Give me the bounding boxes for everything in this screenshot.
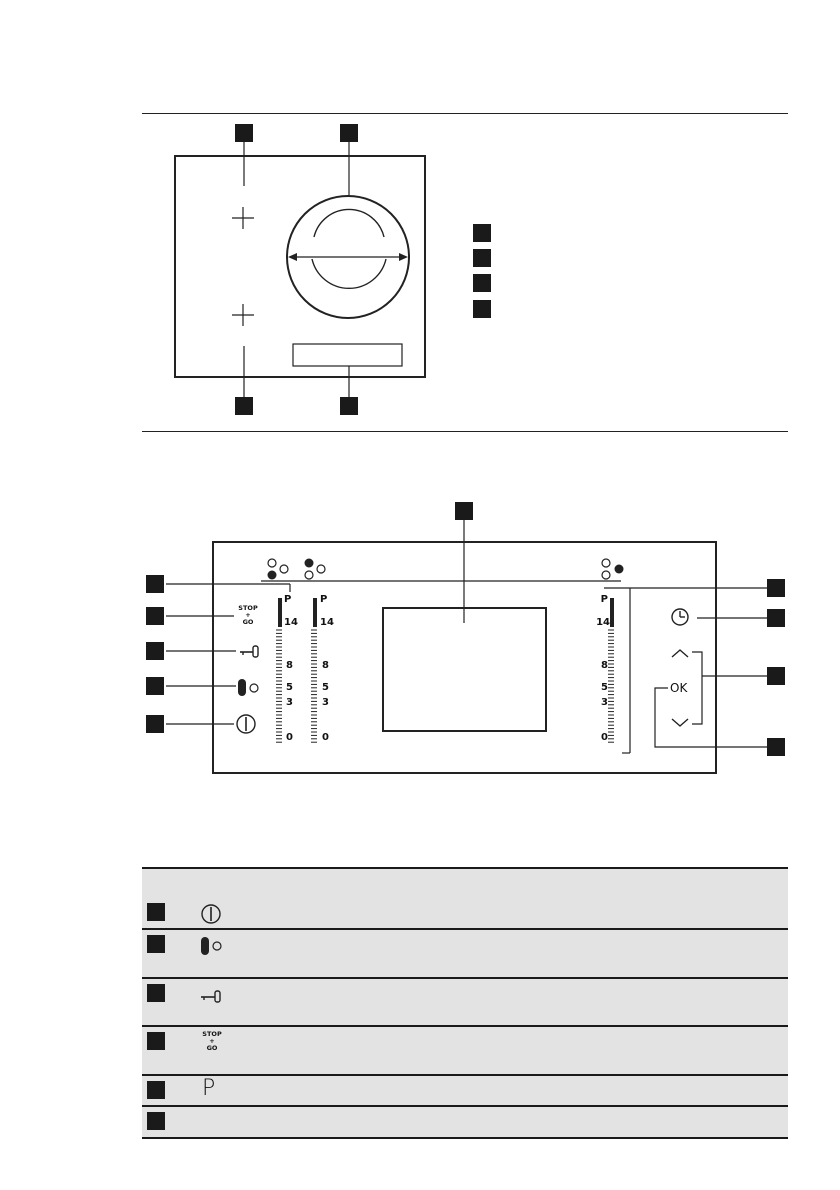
scale-tick-label: 3 xyxy=(601,697,608,708)
scale-tick-label: 5 xyxy=(322,682,329,693)
stop-go-line: STOP xyxy=(238,604,258,612)
scale-tick-label: 14 xyxy=(320,617,334,628)
row-marker xyxy=(147,1032,165,1050)
mid-divider xyxy=(142,431,788,432)
row-marker xyxy=(147,984,165,1002)
scale-tick-label: 0 xyxy=(322,732,329,743)
ok-label: OK xyxy=(670,681,688,695)
lock-icon xyxy=(201,990,221,1003)
scale-tick-label: 3 xyxy=(322,697,329,708)
p-symbol: P xyxy=(202,1076,216,1101)
power-icon xyxy=(201,904,221,924)
stop-go-icon: STOP + GO xyxy=(198,1031,226,1052)
stop-go-icon: STOP + GO xyxy=(234,605,262,626)
row-marker xyxy=(147,903,165,921)
stop-go-line: + xyxy=(245,611,251,619)
callout-marker xyxy=(146,642,164,660)
legend-marker xyxy=(473,224,491,242)
callout-marker xyxy=(235,124,253,142)
callout-marker xyxy=(146,607,164,625)
scale-top-label: P xyxy=(320,594,328,605)
scale-tick-label: 8 xyxy=(322,660,329,671)
table-row xyxy=(142,898,788,930)
scale-tick-label: 8 xyxy=(601,660,608,671)
legend-marker xyxy=(473,249,491,267)
table-row xyxy=(142,1107,788,1139)
stop-go-line: GO xyxy=(242,618,254,626)
row-marker xyxy=(147,1081,165,1099)
scale-tick-label: 5 xyxy=(286,682,293,693)
callout-marker xyxy=(767,609,785,627)
stop-go-line: + xyxy=(209,1037,215,1045)
row-marker xyxy=(147,1112,165,1130)
callout-marker xyxy=(767,667,785,685)
top-divider xyxy=(142,113,788,114)
table-row xyxy=(142,930,788,979)
table-row xyxy=(142,979,788,1027)
scale-tick-label: 3 xyxy=(286,697,293,708)
control-panel-diagram xyxy=(166,520,767,774)
legend-marker xyxy=(473,300,491,318)
scale-tick-label: 14 xyxy=(596,617,610,628)
callout-marker xyxy=(146,677,164,695)
level-scale-middle: P 14 8 5 3 0 xyxy=(320,594,334,744)
scale-tick-label: 0 xyxy=(286,732,293,743)
stop-go-line: STOP xyxy=(202,1030,222,1038)
level-scale-right: P 14 8 5 3 0 xyxy=(596,594,610,744)
bridge-zone-icon xyxy=(201,937,222,955)
scale-tick-label: 14 xyxy=(284,617,298,628)
scale-tick-label: 0 xyxy=(601,732,608,743)
callout-marker xyxy=(767,579,785,597)
scale-tick-label: 8 xyxy=(286,660,293,671)
row-marker xyxy=(147,935,165,953)
callout-marker xyxy=(146,715,164,733)
callout-marker xyxy=(767,738,785,756)
callout-marker xyxy=(340,397,358,415)
stop-go-line: GO xyxy=(206,1044,218,1052)
table-row: P xyxy=(142,1076,788,1107)
callout-marker xyxy=(146,575,164,593)
scale-tick-label: 5 xyxy=(601,682,608,693)
callout-marker xyxy=(235,397,253,415)
legend-marker xyxy=(473,274,491,292)
table-row: STOP + GO xyxy=(142,1027,788,1076)
scale-top-label: P xyxy=(284,594,292,605)
level-scale-left: P 14 8 5 3 0 xyxy=(284,594,298,744)
callout-marker xyxy=(455,502,473,520)
hob-zones-diagram xyxy=(174,142,426,397)
callout-marker xyxy=(340,124,358,142)
table-header xyxy=(142,867,788,900)
scale-top-label: P xyxy=(600,594,608,605)
